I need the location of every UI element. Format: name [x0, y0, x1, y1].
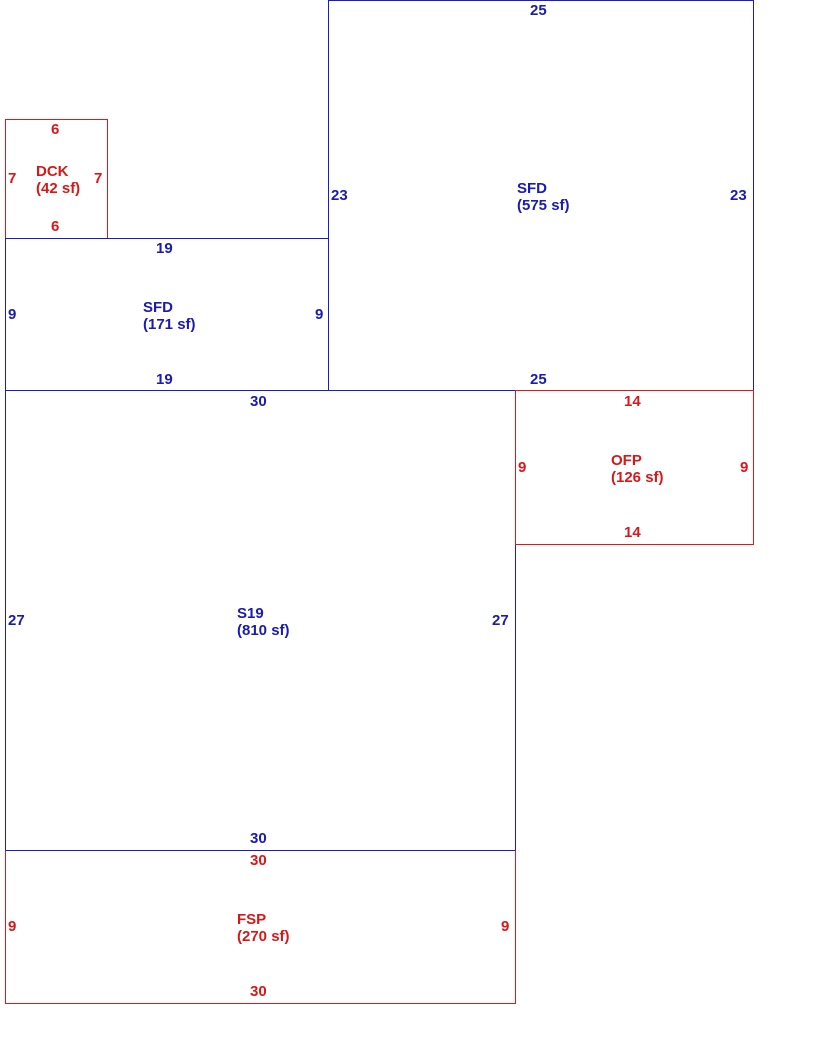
- fsp-name: FSP: [237, 911, 267, 928]
- s19-top-dimension: 30: [250, 393, 267, 410]
- fsp-area: (270 sf): [237, 928, 290, 945]
- sfd-main-bottom-dimension: 25: [530, 371, 547, 388]
- s19-left-dimension: 27: [8, 612, 25, 629]
- s19-name: S19: [237, 605, 264, 622]
- sfd-small-bottom-dimension: 19: [156, 371, 173, 388]
- sfd-small-top-dimension: 19: [156, 240, 173, 257]
- sfd-small-name: SFD: [143, 299, 173, 316]
- dck-area: (42 sf): [36, 180, 81, 197]
- s19-bottom-dimension: 30: [250, 830, 267, 847]
- ofp-name: OFP: [611, 452, 642, 469]
- ofp-left-dimension: 9: [518, 459, 527, 476]
- s19-label: S19 (810 sf): [237, 605, 290, 639]
- dck-top-dimension: 6: [51, 121, 60, 138]
- dck-right-dimension: 7: [94, 170, 103, 187]
- ofp-bottom-dimension: 14: [624, 524, 641, 541]
- ofp-outline: [515, 390, 754, 545]
- sfd-main-name: SFD: [517, 180, 547, 197]
- fsp-left-dimension: 9: [8, 918, 17, 935]
- sfd-main-right-dimension: 23: [730, 187, 747, 204]
- sfd-main-label: SFD (575 sf): [517, 180, 570, 214]
- dck-label: DCK (42 sf): [36, 163, 80, 197]
- fsp-label: FSP (270 sf): [237, 911, 290, 945]
- fsp-right-dimension: 9: [501, 918, 510, 935]
- fsp-bottom-dimension: 30: [250, 983, 267, 1000]
- sfd-main-top-dimension: 25: [530, 2, 547, 19]
- ofp-top-dimension: 14: [624, 393, 641, 410]
- dck-name: DCK: [36, 163, 69, 180]
- sfd-small-left-dimension: 9: [8, 306, 17, 323]
- ofp-right-dimension: 9: [740, 459, 749, 476]
- fsp-outline: [5, 850, 516, 1004]
- sfd-main-area: (575 sf): [517, 197, 570, 214]
- sfd-small-area: (171 sf): [143, 316, 196, 333]
- ofp-area: (126 sf): [611, 469, 664, 486]
- ofp-label: OFP (126 sf): [611, 452, 664, 486]
- dck-bottom-dimension: 6: [51, 218, 60, 235]
- s19-right-dimension: 27: [492, 612, 509, 629]
- sfd-small-right-dimension: 9: [315, 306, 324, 323]
- sfd-small-label: SFD (171 sf): [143, 299, 196, 333]
- fsp-top-dimension: 30: [250, 852, 267, 869]
- dck-left-dimension: 7: [8, 170, 17, 187]
- sfd-main-left-dimension: 23: [331, 187, 348, 204]
- s19-area: (810 sf): [237, 622, 290, 639]
